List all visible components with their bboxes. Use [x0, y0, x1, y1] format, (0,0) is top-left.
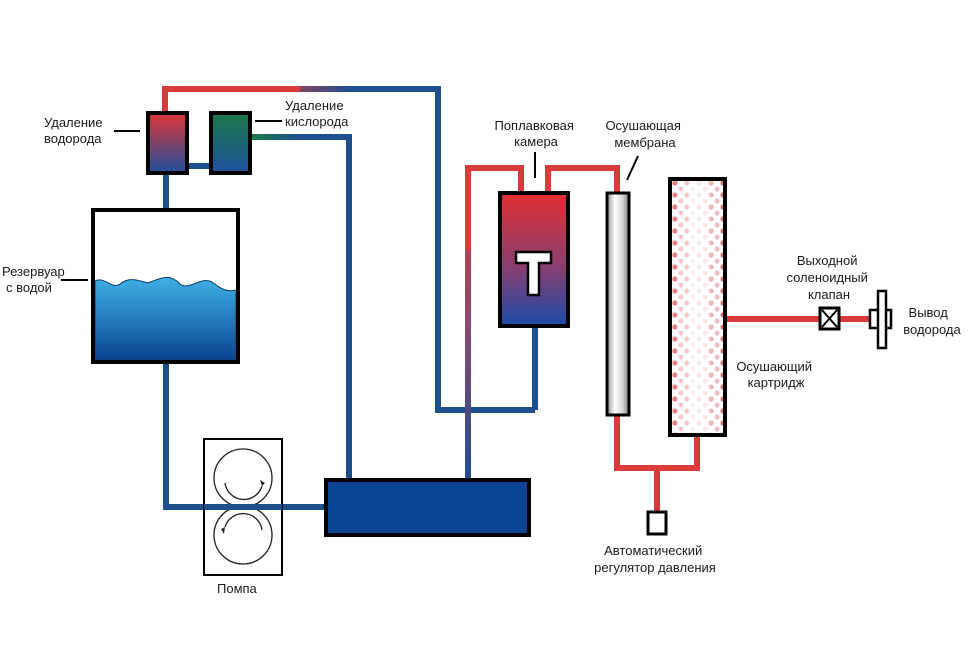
pipe-riser-top: [465, 165, 524, 250]
label-hydrogen-removal: Удаление водорода: [44, 115, 106, 146]
water-reservoir: [91, 208, 240, 364]
electrolyser-block: [324, 478, 531, 537]
oxygen-removal-unit: [209, 111, 252, 175]
float-chamber: [498, 191, 570, 328]
label-float-chamber: Поплавковая камера: [494, 118, 577, 149]
pump-arrow-bottom: [224, 512, 263, 531]
solenoid-valve: [818, 306, 841, 331]
label-pump: Помпа: [217, 581, 258, 596]
pipe-hydrogen-riser-red: [162, 86, 300, 112]
label-hydrogen-outlet: Вывод водорода: [903, 305, 961, 337]
label-oxygen-removal: Удаление кислорода: [285, 98, 349, 129]
leader-lines: [61, 120, 639, 281]
labels: Удаление водорода Удаление кислорода Рез…: [2, 98, 962, 596]
pump-arrow-top: [224, 482, 263, 501]
pipe-float-to-membrane: [545, 165, 620, 192]
water-surface: [94, 277, 237, 361]
pump: [203, 438, 283, 576]
label-solenoid-valve: Выходной соленоидный клапан: [786, 253, 871, 302]
pressure-regulator: [646, 510, 668, 536]
pipe-oxygen: [252, 134, 352, 480]
drying-cartridge: [668, 177, 727, 437]
label-drying-cartridge: Осушающий картридж: [736, 359, 815, 390]
hydrogen-removal-unit: [146, 111, 189, 175]
label-reservoir: Резервуар с водой: [2, 264, 68, 295]
label-pressure-regulator: Автоматический регулятор давления: [594, 543, 716, 575]
float-t-symbol: [514, 250, 553, 297]
pipes: [162, 86, 872, 512]
label-drying-membrane: Осушающая мембрана: [605, 118, 684, 150]
drying-membrane: [605, 191, 631, 417]
hydrogen-outlet: [868, 289, 893, 350]
